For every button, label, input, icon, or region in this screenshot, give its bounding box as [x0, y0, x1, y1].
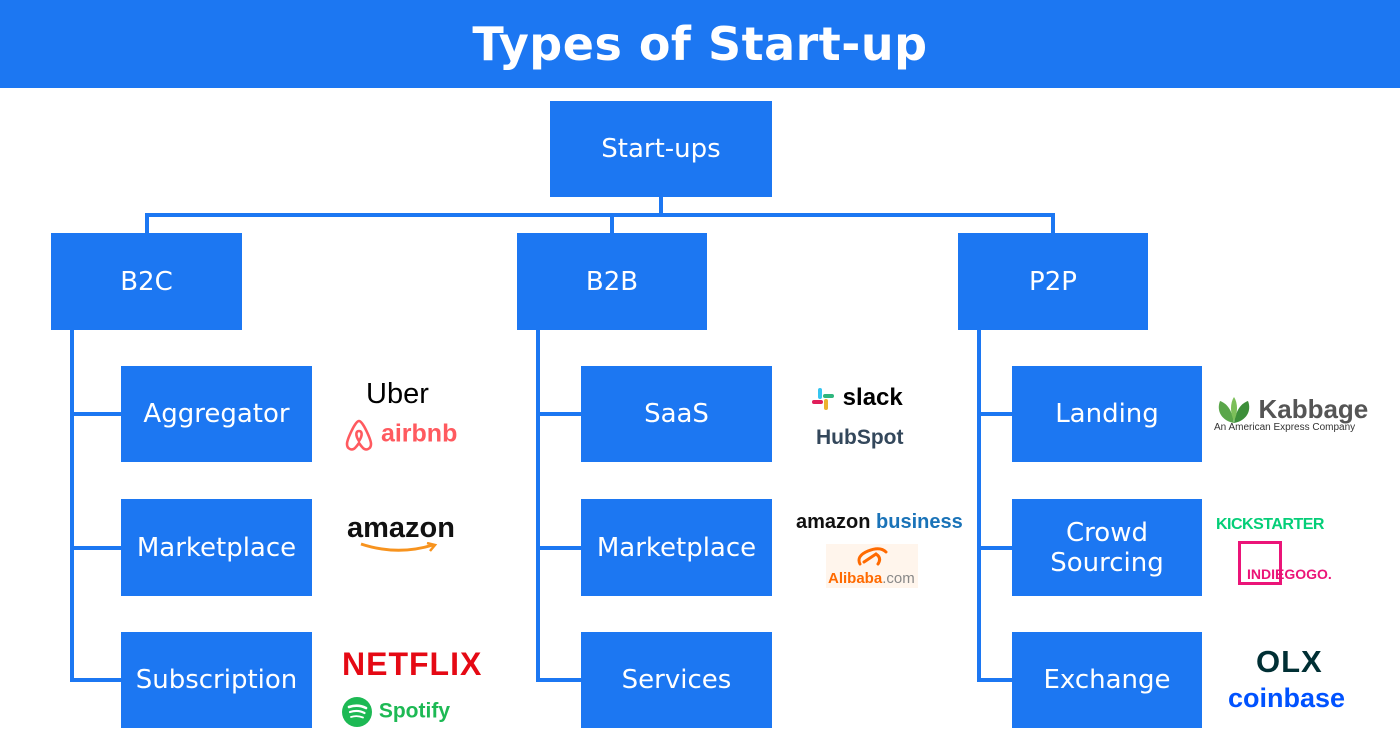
category-node-p2p: P2P — [958, 233, 1148, 330]
kickstarter-logo: KICKSTARTER — [1216, 516, 1324, 534]
kabbage-leaf-icon — [1218, 396, 1250, 423]
coinbase-logo: coinbase — [1228, 683, 1345, 714]
node-b2c-marketplace: Marketplace — [121, 499, 312, 596]
root-node: Start-ups — [550, 101, 772, 197]
hubspot-logo: HubSpot — [816, 426, 903, 450]
amazon-wordmark: amazon — [347, 512, 455, 544]
connector — [977, 546, 1013, 550]
amazon-smile-icon — [360, 542, 438, 552]
connector — [659, 196, 663, 216]
amazon-business-amazon-wordmark: amazon — [796, 511, 871, 533]
airbnb-wordmark: airbnb — [380, 419, 458, 448]
connector — [536, 329, 540, 682]
node-saas: SaaS — [581, 366, 772, 462]
kickstarter-wordmark: KICKSTARTER — [1216, 516, 1324, 533]
connector — [536, 546, 582, 550]
alibaba-logo: Alibaba.com — [826, 544, 918, 588]
node-crowd-sourcing: Crowd Sourcing — [1012, 499, 1202, 596]
alibaba-icon — [857, 547, 888, 566]
node-b2b-marketplace: Marketplace — [581, 499, 772, 596]
connector — [977, 412, 1013, 416]
coinbase-wordmark: coinbase — [1228, 683, 1346, 713]
airbnb-logo: airbnb — [344, 418, 457, 452]
node-aggregator: Aggregator — [121, 366, 312, 462]
category-node-b2b: B2B — [517, 233, 707, 330]
netflix-wordmark: NETFLIX — [342, 646, 483, 682]
netflix-logo: NETFLIX — [342, 646, 482, 683]
connector — [70, 329, 74, 682]
node-exchange: Exchange — [1012, 632, 1202, 728]
node-subscription: Subscription — [121, 632, 312, 728]
olx-wordmark: OLX — [1256, 644, 1323, 679]
node-landing: Landing — [1012, 366, 1202, 462]
spotify-logo: Spotify — [341, 696, 450, 728]
diagram-title: Types of Start-up — [472, 17, 928, 71]
connector — [145, 213, 149, 235]
connector — [70, 546, 122, 550]
connector — [145, 213, 1055, 217]
alibaba-wordmark: Alibaba.com — [828, 570, 915, 587]
amazon-business-logo: amazon business — [796, 511, 963, 534]
connector — [977, 678, 1013, 682]
slack-logo: slack — [810, 384, 903, 412]
slack-hash-icon — [812, 387, 834, 410]
alibaba-domain: .com — [882, 570, 915, 587]
title-banner: Types of Start-up — [0, 0, 1400, 88]
connector — [70, 412, 122, 416]
category-node-b2c: B2C — [51, 233, 242, 330]
amazon-business-business-wordmark: business — [876, 511, 963, 533]
indiegogo-wordmark: INDIEGOGO. — [1247, 566, 1332, 582]
uber-logo: Uber — [366, 378, 429, 411]
node-services: Services — [581, 632, 772, 728]
spotify-wordmark: Spotify — [378, 699, 451, 723]
kabbage-logo: Kabbage An American Express Company — [1214, 394, 1368, 433]
olx-logo: OLX — [1256, 644, 1323, 680]
connector — [536, 412, 582, 416]
uber-wordmark: Uber — [366, 378, 429, 410]
alibaba-name: Alibaba — [828, 570, 883, 587]
node-crowd-sourcing-label: Crowd Sourcing — [1050, 517, 1164, 578]
connector — [977, 329, 981, 682]
kabbage-wordmark: Kabbage — [1258, 394, 1369, 424]
kabbage-tagline: An American Express Company — [1214, 422, 1356, 433]
airbnb-belo-icon — [345, 419, 373, 451]
slack-wordmark: slack — [842, 384, 903, 411]
connector — [1051, 213, 1055, 235]
hubspot-wordmark: HubSpot — [816, 426, 904, 449]
indiegogo-logo: INDIEGOGO. — [1238, 541, 1332, 585]
connector — [70, 678, 122, 682]
connector — [536, 678, 582, 682]
connector — [610, 213, 614, 235]
amazon-logo: amazon — [347, 512, 455, 552]
spotify-icon — [342, 697, 372, 727]
